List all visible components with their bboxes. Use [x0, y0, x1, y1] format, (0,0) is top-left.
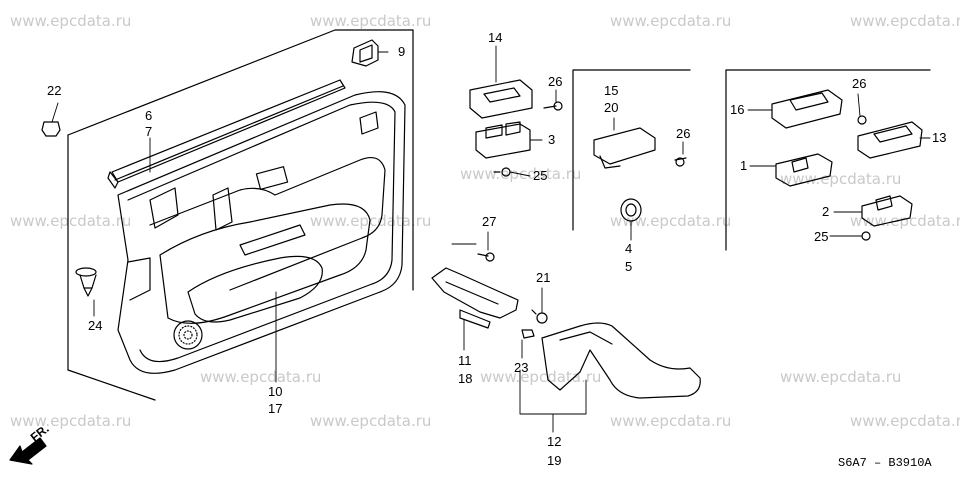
watermark: www.epcdata.ru — [780, 368, 902, 386]
part-2-switch — [862, 196, 912, 226]
label-part-22: 22 — [47, 83, 62, 98]
label-part-26a: 26 — [548, 74, 563, 89]
screw-26a — [544, 102, 562, 110]
watermark: www.epcdata.ru — [850, 412, 960, 430]
label-part-4: 4 — [625, 241, 633, 256]
watermark: www.epcdata.ru — [310, 212, 432, 230]
part-22-clip — [42, 122, 60, 136]
part-13-switch-panel — [858, 122, 922, 158]
diagram-code: S6A7 – B3910A — [838, 456, 932, 470]
front-arrow-icon — [10, 438, 46, 464]
screw-25a — [494, 168, 510, 176]
label-part-5: 5 — [625, 259, 633, 274]
label-part-20: 20 — [604, 100, 619, 115]
label-part-14: 14 — [488, 30, 503, 45]
door-lining-panel — [118, 92, 405, 374]
label-part-2: 2 — [822, 204, 830, 219]
watermark: www.epcdata.ru — [10, 212, 132, 230]
part-24-fastener — [76, 268, 96, 296]
label-part-10: 10 — [268, 384, 283, 399]
label-part-26b: 26 — [676, 126, 691, 141]
label-part-11: 11 — [458, 353, 472, 368]
watermark: www.epcdata.ru — [480, 368, 602, 386]
door-moulding-strip — [108, 80, 345, 188]
label-part-24: 24 — [88, 318, 103, 333]
part-16-switch-panel — [772, 90, 842, 128]
label-part-1: 1 — [740, 158, 748, 173]
screw-25b — [862, 232, 870, 240]
door-panel-frame — [68, 30, 413, 400]
part-12-lower-trim — [542, 323, 700, 398]
leader-lines — [52, 46, 930, 432]
label-part-6: 6 — [145, 108, 153, 123]
watermark: www.epcdata.ru — [610, 212, 732, 230]
label-part-23: 23 — [514, 360, 529, 375]
part-4-knob — [621, 199, 641, 221]
label-part-21: 21 — [536, 270, 551, 285]
part-9-clip — [352, 40, 378, 66]
section-divider-a — [573, 70, 690, 230]
label-part-7: 7 — [145, 124, 153, 139]
screw-27 — [478, 253, 494, 261]
label-part-25b: 25 — [814, 229, 829, 244]
watermark: www.epcdata.ru — [310, 12, 432, 30]
label-part-13: 13 — [932, 130, 947, 145]
label-part-25a: 25 — [533, 168, 548, 183]
watermark: www.epcdata.ru — [610, 412, 732, 430]
label-part-19: 19 — [547, 453, 562, 468]
watermark: www.epcdata.ru — [610, 12, 732, 30]
watermark: www.epcdata.ru — [200, 368, 322, 386]
screw-26c — [858, 116, 866, 124]
label-part-16: 16 — [730, 102, 745, 117]
part-21-fastener — [532, 310, 547, 323]
watermark: www.epcdata.ru — [10, 412, 132, 430]
label-part-18: 18 — [458, 371, 473, 386]
screw-26b — [675, 158, 686, 166]
label-part-9: 9 — [398, 44, 406, 59]
label-part-3: 3 — [548, 132, 556, 147]
section-divider-b — [726, 70, 930, 250]
part-15-module — [594, 128, 655, 168]
label-part-26c: 26 — [852, 76, 867, 91]
watermark: www.epcdata.ru — [850, 12, 960, 30]
part-11-bracket — [432, 268, 518, 328]
part-23-clip — [522, 330, 534, 338]
part-1-switch — [776, 154, 832, 186]
label-part-27: 27 — [482, 214, 497, 229]
watermark: www.epcdata.ru — [780, 170, 902, 188]
label-part-17: 17 — [268, 401, 283, 416]
watermark: www.epcdata.ru — [310, 412, 432, 430]
watermark: www.epcdata.ru — [10, 12, 132, 30]
part-14-switch-bezel — [470, 80, 532, 118]
part-3-switch — [476, 122, 530, 158]
label-part-12: 12 — [547, 434, 562, 449]
label-part-15: 15 — [604, 83, 619, 98]
